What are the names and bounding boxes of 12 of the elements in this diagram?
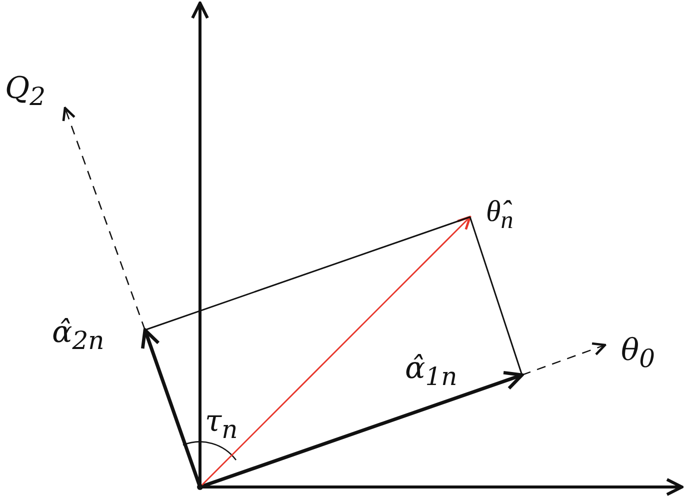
vector-arrow: [199, 216, 472, 488]
vector-label: α̂$_{1n}$: [405, 352, 523, 392]
vector-label: θ$_{0}$: [603, 334, 663, 374]
vector-label: θ̂$_{n}$: [468, 195, 538, 235]
line: [144, 216, 470, 331]
vector-label: α̂$_{2n}$: [52, 316, 147, 356]
angle-label: τ$_{n}$: [205, 405, 238, 446]
vector-label: Q$_{2}$: [5, 72, 67, 110]
dashed-arrow: [62, 106, 146, 330]
line: [469, 216, 523, 376]
dashed-arrow: [522, 342, 606, 376]
origin-point: [197, 484, 203, 490]
